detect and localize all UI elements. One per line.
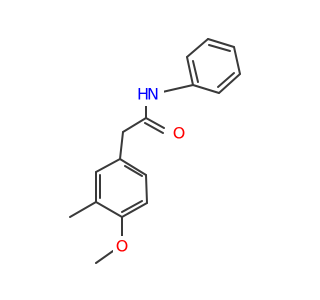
bond — [186, 56, 194, 86]
label-background — [170, 123, 188, 143]
methoxy-methyl-phenyl-ring — [95, 158, 148, 218]
aromatic-inner-bond — [121, 200, 143, 213]
bond — [218, 73, 241, 94]
bond — [233, 46, 241, 75]
aromatic-inner-bond — [208, 44, 231, 52]
nitrogen-label: N — [147, 85, 159, 104]
bond — [186, 38, 209, 58]
hydrogen-label: H — [137, 85, 149, 104]
methyl-bond — [69, 201, 97, 218]
methoxy-oxygen-label: O — [116, 237, 129, 256]
bond — [95, 250, 114, 264]
carbonyl-oxygen-label: O — [173, 124, 186, 143]
bond — [192, 84, 220, 94]
bond — [119, 131, 124, 160]
aromatic-inner-bond — [217, 72, 235, 88]
bond — [207, 38, 235, 48]
bond — [95, 201, 123, 218]
bond — [119, 158, 147, 176]
substituents — [69, 201, 123, 264]
label-background — [113, 236, 131, 256]
aromatic-inner-bond — [192, 60, 199, 83]
phenyl-ring — [186, 38, 241, 94]
bond — [95, 158, 121, 173]
bond — [122, 117, 147, 133]
molecule-diagram: N H O O — [69, 38, 241, 264]
bond — [145, 117, 165, 129]
bond — [121, 202, 148, 218]
bond — [145, 174, 148, 204]
aromatic-inner-bond — [124, 165, 143, 177]
carbonyl-double-bond — [144, 122, 164, 134]
atom-labels: N H O O — [113, 84, 188, 256]
label-background — [140, 84, 164, 106]
